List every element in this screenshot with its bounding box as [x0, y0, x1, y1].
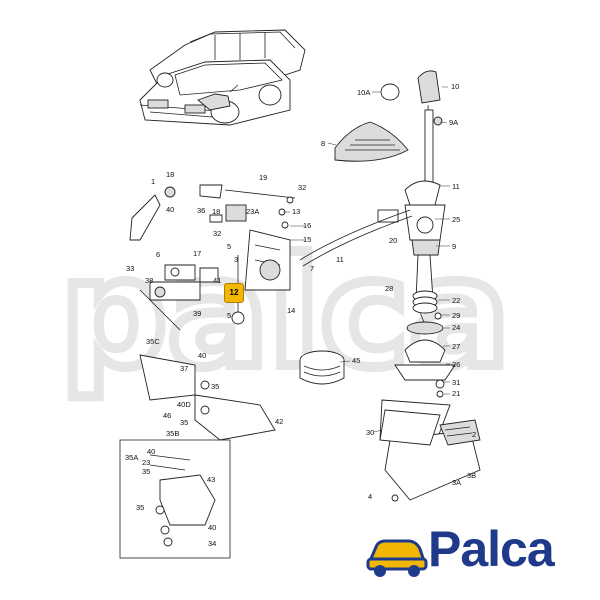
- callout-32b: 32: [213, 229, 221, 238]
- callout-40: 40: [166, 205, 174, 214]
- car-illustration: [139, 29, 306, 126]
- callout-18b: 18: [212, 207, 220, 216]
- callout-8: 8: [321, 139, 325, 148]
- callout-17: 17: [193, 249, 201, 258]
- callout-35a-inset: 35A: [125, 453, 138, 462]
- callout-10: 10: [451, 82, 459, 91]
- callout-7: 7: [310, 264, 314, 273]
- callout-16: 16: [303, 221, 311, 230]
- callout-36: 36: [197, 206, 205, 215]
- callout-26: 26: [452, 360, 460, 369]
- callout-41: 41: [213, 276, 221, 285]
- callout-33: 33: [126, 264, 134, 273]
- highlighted-part-badge: 12: [224, 283, 244, 303]
- callout-1: 1: [151, 177, 155, 186]
- callout-24: 24: [452, 323, 460, 332]
- rubber-boot-45: [299, 350, 345, 385]
- callout-3: 3: [234, 255, 238, 264]
- car-icon: [366, 539, 428, 577]
- callout-6: 6: [156, 250, 160, 259]
- callout-40c: 40: [147, 447, 155, 456]
- callout-5a: 5: [227, 242, 231, 251]
- callout-9: 9: [452, 242, 456, 251]
- callout-23: 23: [142, 458, 150, 467]
- callout-20: 20: [389, 236, 397, 245]
- callout-5b: 5: [227, 311, 231, 320]
- callout-4: 4: [368, 492, 372, 501]
- callout-35e: 35: [136, 503, 144, 512]
- callout-46: 46: [163, 411, 171, 420]
- callout-40d: 40D: [177, 400, 191, 409]
- callout-11b: 11: [336, 255, 344, 264]
- callout-14: 14: [287, 306, 295, 315]
- callout-21: 21: [452, 389, 460, 398]
- leader-lines: [283, 86, 450, 433]
- callout-42: 42: [275, 417, 283, 426]
- callout-38: 38: [145, 276, 153, 285]
- callout-labels: 1 18 19 32 40 36 18 23A 13 16 15 32 5 3 …: [125, 82, 476, 548]
- callout-29: 29: [452, 311, 460, 320]
- callout-27: 27: [452, 342, 460, 351]
- callout-35d: 35: [142, 467, 150, 476]
- callout-35a: 35: [211, 382, 219, 391]
- callout-3a: 3A: [452, 478, 461, 487]
- callout-23a: 23A: [246, 207, 259, 216]
- callout-35c: 35C: [146, 337, 160, 346]
- callout-10a: 10A: [357, 88, 370, 97]
- callout-11a: 11: [452, 182, 460, 191]
- callout-25: 25: [452, 215, 460, 224]
- callout-40e: 40: [208, 523, 216, 532]
- callout-31: 31: [452, 378, 460, 387]
- callout-13: 13: [292, 207, 300, 216]
- callout-40b: 40: [198, 351, 206, 360]
- shift-linkage-assembly: [129, 184, 413, 441]
- callout-45: 45: [352, 356, 360, 365]
- callout-32: 32: [298, 183, 306, 192]
- callout-2: 2: [472, 430, 476, 439]
- callout-35a2: 35: [180, 418, 188, 427]
- callout-19: 19: [259, 173, 267, 182]
- callout-37: 37: [180, 364, 188, 373]
- callout-39: 39: [193, 309, 201, 318]
- callout-18: 18: [166, 170, 174, 179]
- callout-34: 34: [208, 539, 216, 548]
- callout-43: 43: [207, 475, 215, 484]
- callout-30: 30: [366, 428, 374, 437]
- callout-35b: 35B: [166, 429, 179, 438]
- inset-detail: [119, 439, 231, 559]
- callout-22: 22: [452, 296, 460, 305]
- brand-name: Palca: [428, 521, 555, 577]
- gasket-30: [379, 409, 441, 446]
- callout-3b: 3B: [467, 471, 476, 480]
- callout-28: 28: [385, 284, 393, 293]
- palca-logo: [366, 539, 428, 577]
- callout-15: 15: [303, 235, 311, 244]
- callout-9a: 9A: [449, 118, 458, 127]
